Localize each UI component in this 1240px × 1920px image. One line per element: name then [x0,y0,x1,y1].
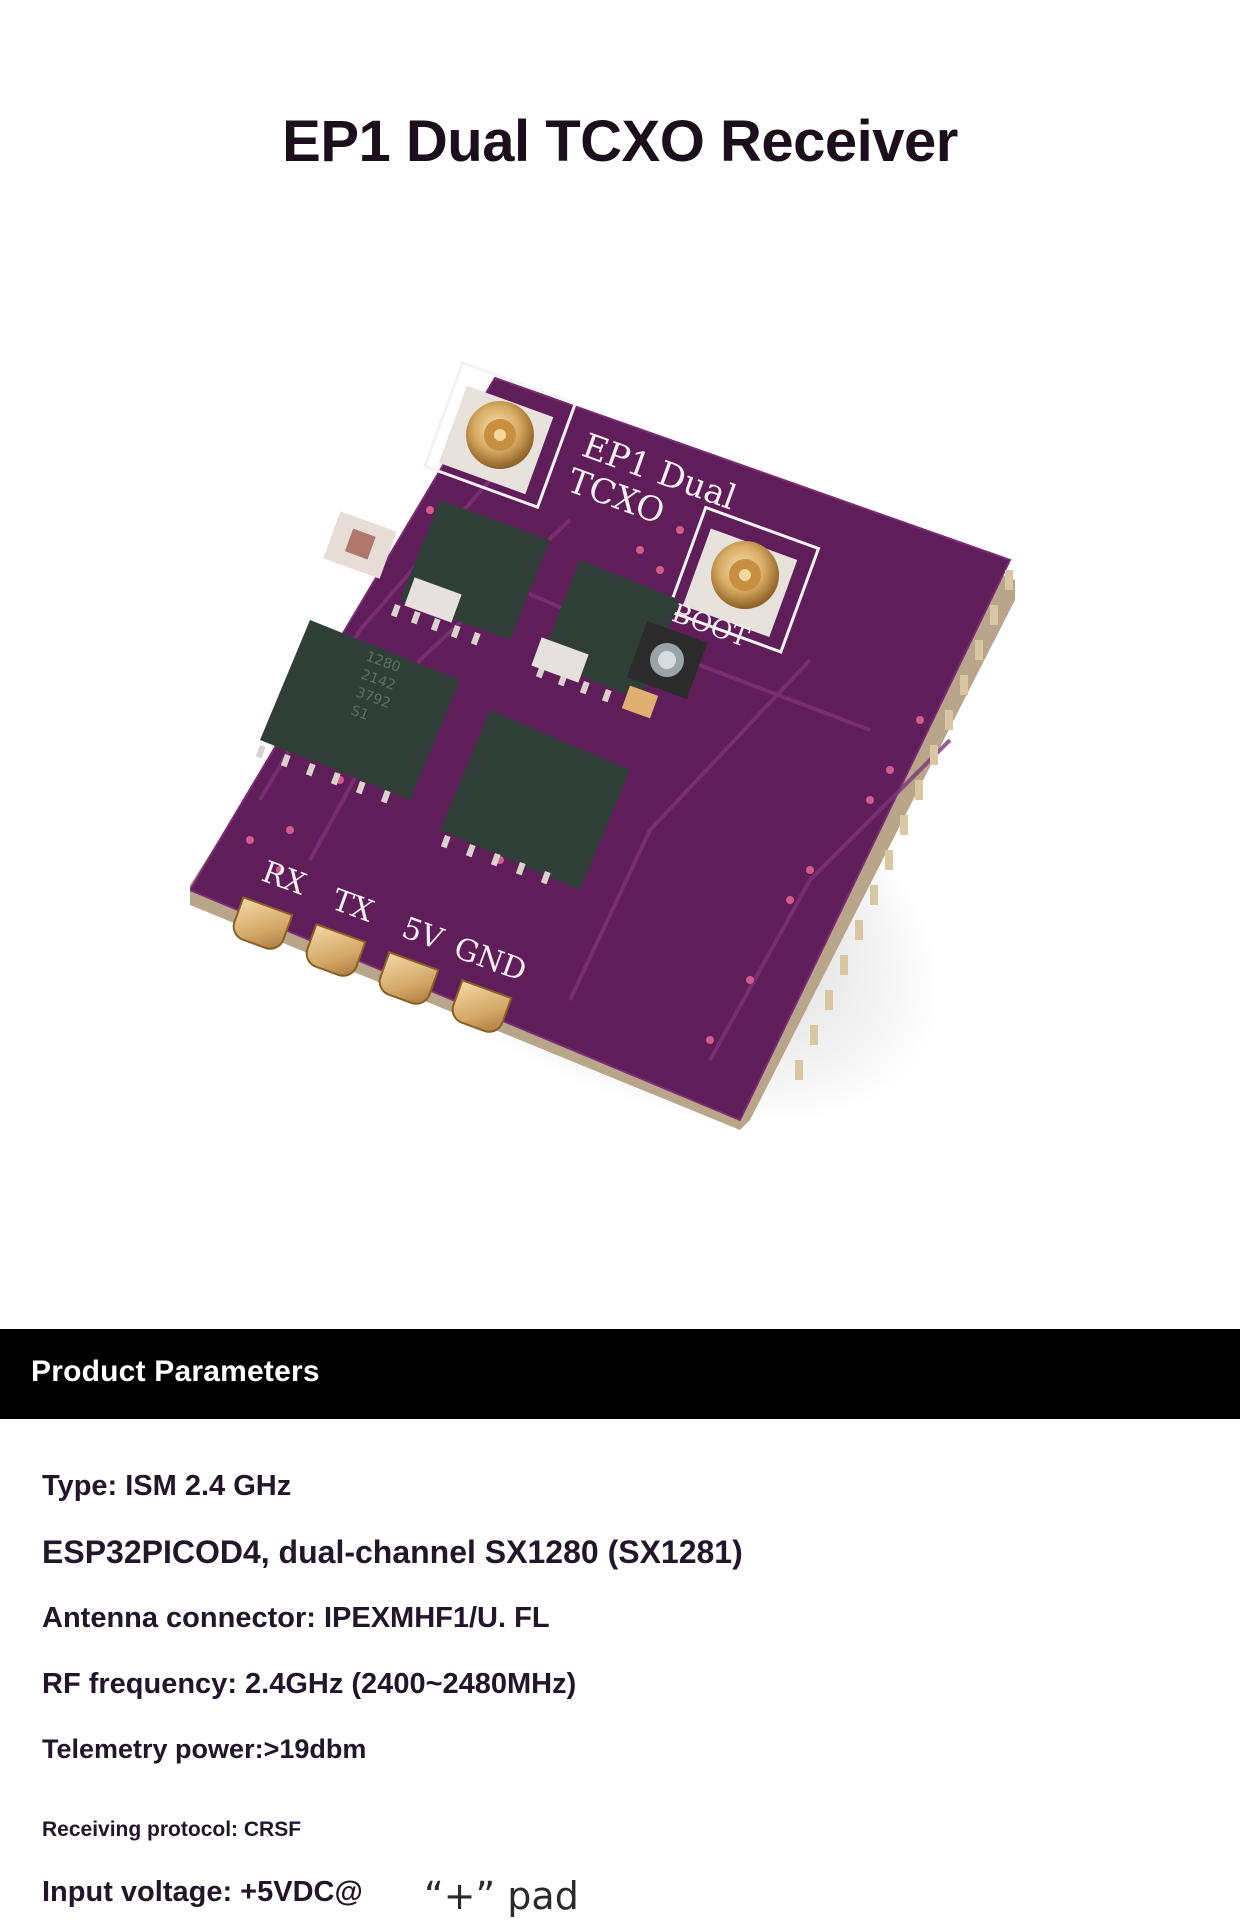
crystal [404,577,462,623]
antenna-connector-2 [666,505,821,654]
product-image: EP1 Dual TCXO BOOT 1280 2142 3792 S1 [188,360,1050,1160]
pad-rx [232,896,294,950]
receiver-board-photo: EP1 Dual TCXO BOOT 1280 2142 3792 S1 [188,360,1015,1130]
solder-pad [621,685,659,719]
chip-3: 1280 2142 3792 S1 [260,620,460,800]
param-input-voltage: Input voltage: +5VDC@ [42,1876,363,1908]
param-receiving-protocol: Receiving protocol: CRSF [42,1818,302,1841]
page-title: EP1 Dual TCXO Receiver [282,109,958,174]
pad-gnd [451,979,513,1033]
section-title: Product Parameters [31,1355,320,1388]
crystal [531,637,589,683]
pad-tx [305,923,367,977]
input-voltage-pad-note: “+” pad [424,1874,579,1918]
antenna-connector-1 [422,360,578,510]
section-header-bar: Product Parameters [0,1329,1240,1419]
chip-marking: S1 [349,703,371,724]
param-type: Type: ISM 2.4 GHz [42,1470,292,1502]
param-chipset: ESP32PICOD4, dual-channel SX1280 (SX1281… [42,1534,743,1570]
chip-4 [440,710,630,890]
boot-button [626,620,708,700]
param-rf-frequency: RF frequency: 2.4GHz (2400~2480MHz) [42,1668,577,1700]
param-antenna-connector: Antenna connector: IPEXMHF1/U. FL [42,1602,550,1634]
led [323,511,397,579]
param-telemetry-power: Telemetry power:>19dbm [42,1734,367,1764]
pad-5v [378,951,440,1005]
